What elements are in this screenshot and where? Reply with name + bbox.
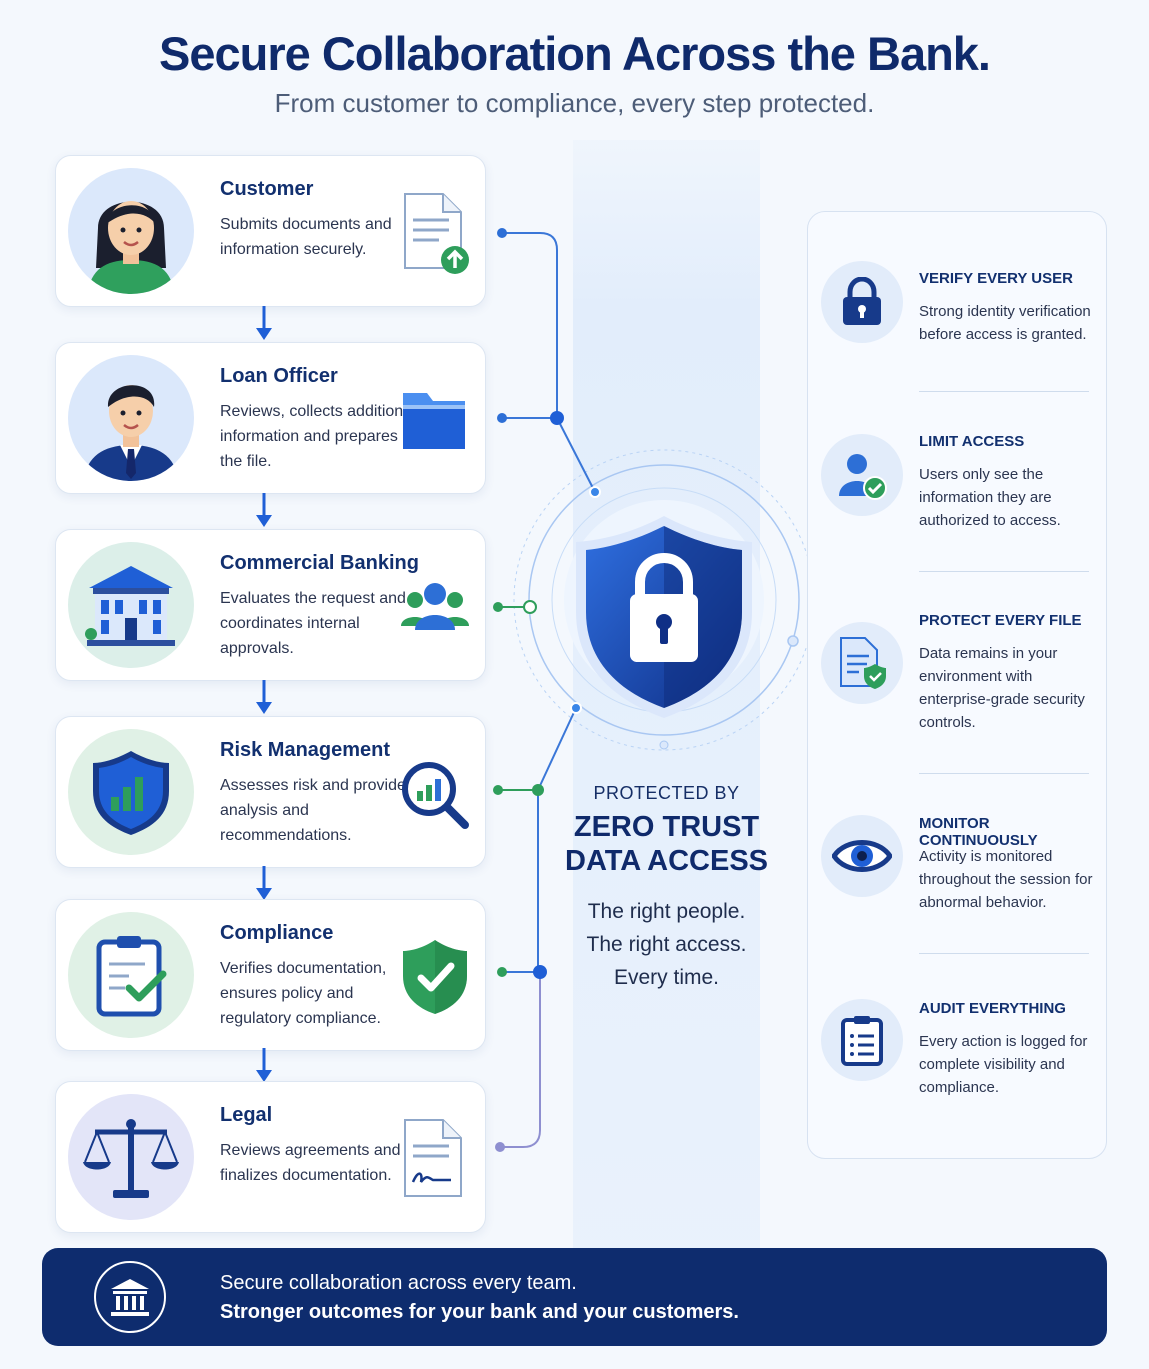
signed-document-icon xyxy=(404,1119,462,1197)
shield-chart-icon xyxy=(68,729,194,855)
workflow-description: Assesses risk and provides analysis and … xyxy=(220,777,414,844)
footer-line-1: Secure collaboration across every team. xyxy=(220,1272,577,1294)
workflow-title: Commercial Banking xyxy=(220,552,419,574)
document-upload-icon xyxy=(404,193,469,274)
magnifier-chart-icon xyxy=(402,762,469,829)
down-arrow-icon xyxy=(256,306,272,340)
feature-description: Every action is logged for complete visi… xyxy=(919,1033,1088,1096)
workflow-card-loan-officer: Loan Officer Reviews, collects additiona… xyxy=(55,342,486,494)
scales-icon xyxy=(68,1094,194,1220)
divider xyxy=(919,773,1089,774)
bank-icon xyxy=(94,1261,166,1333)
workflow-description: Reviews, collects additional information… xyxy=(220,403,416,470)
footer-banner: Secure collaboration across every team. … xyxy=(42,1248,1107,1346)
loan-officer-avatar xyxy=(68,355,194,481)
eye-icon xyxy=(821,815,903,897)
team-icon xyxy=(401,583,469,630)
tagline-line-2: The right access. xyxy=(586,933,747,956)
shield-lock-icon xyxy=(576,516,752,718)
folder-icon xyxy=(403,393,465,449)
workflow-description: Verifies documentation, ensures policy a… xyxy=(220,960,387,1027)
down-arrow-icon xyxy=(256,866,272,900)
workflow-card-compliance: Compliance Verifies documentation, ensur… xyxy=(55,899,486,1051)
down-arrow-icon xyxy=(256,1048,272,1082)
feature-title: PROTECT EVERY FILE xyxy=(919,612,1082,629)
workflow-title: Loan Officer xyxy=(220,365,338,387)
zero-trust-headline: ZERO TRUST DATA ACCESS xyxy=(560,810,773,878)
user-check-icon xyxy=(821,434,903,516)
workflow-description: Evaluates the request and coordinates in… xyxy=(220,590,406,657)
divider xyxy=(919,391,1089,392)
headline-line-1: ZERO TRUST xyxy=(573,811,760,843)
feature-title: MONITOR CONTINUOUSLY xyxy=(919,815,1038,849)
headline-line-2: DATA ACCESS xyxy=(565,845,768,877)
workflow-description: Submits documents and information secure… xyxy=(220,216,392,258)
lock-icon xyxy=(821,261,903,343)
workflow-title: Legal xyxy=(220,1104,273,1126)
file-shield-icon xyxy=(821,622,903,704)
divider xyxy=(919,571,1089,572)
workflow-title: Risk Management xyxy=(220,739,391,761)
clipboard-check-icon xyxy=(68,912,194,1038)
bank-building-icon xyxy=(68,542,194,668)
customer-avatar xyxy=(68,168,194,294)
workflow-card-commercial-banking: Commercial Banking Evaluates the request… xyxy=(55,529,486,681)
footer-line-2: Stronger outcomes for your bank and your… xyxy=(220,1301,739,1323)
protected-by-label: PROTECTED BY xyxy=(593,783,740,803)
tagline: The right people. The right access. Ever… xyxy=(560,895,773,994)
workflow-title: Customer xyxy=(220,178,314,200)
tagline-line-1: The right people. xyxy=(587,900,746,923)
shield-check-icon xyxy=(403,940,467,1014)
feature-title: AUDIT EVERYTHING xyxy=(919,1000,1066,1017)
workflow-card-legal: Legal Reviews agreements and finalizes d… xyxy=(55,1081,486,1233)
feature-description: Data remains in your environment with en… xyxy=(919,645,1085,731)
down-arrow-icon xyxy=(256,493,272,527)
clipboard-list-icon xyxy=(821,999,903,1081)
workflow-card-risk-management: Risk Management Assesses risk and provid… xyxy=(55,716,486,868)
workflow-title: Compliance xyxy=(220,922,334,944)
tagline-line-3: Every time. xyxy=(613,966,720,989)
feature-title: LIMIT ACCESS xyxy=(919,433,1025,450)
feature-title: VERIFY EVERY USER xyxy=(919,270,1073,287)
page-title: Secure Collaboration Across the Bank. xyxy=(159,27,991,80)
down-arrow-icon xyxy=(256,680,272,714)
feature-description: Activity is monitored throughout the ses… xyxy=(919,848,1093,911)
divider xyxy=(919,953,1089,954)
workflow-description: Reviews agreements and finalizes documen… xyxy=(220,1142,401,1184)
workflow-card-customer: Customer Submits documents and informati… xyxy=(55,155,486,307)
zero-trust-features-panel: VERIFY EVERY USER Strong identity verifi… xyxy=(807,211,1107,1159)
feature-description: Users only see the information they are … xyxy=(919,466,1061,529)
page-subtitle: From customer to compliance, every step … xyxy=(274,88,875,118)
feature-description: Strong identity verification before acce… xyxy=(919,303,1091,343)
